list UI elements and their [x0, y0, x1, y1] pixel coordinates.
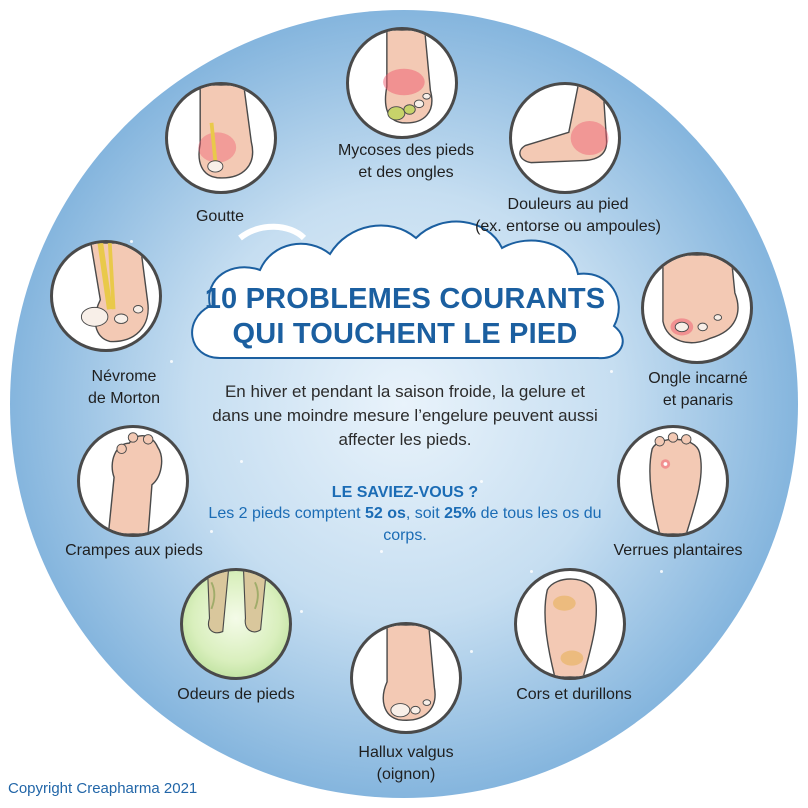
copyright-text: Copyright Creapharma 2021: [8, 780, 198, 797]
did-you-know-text: Les 2 pieds comptent 52 os, soit 25% de …: [208, 505, 602, 544]
label-hallux: Hallux valgus(oignon): [358, 744, 454, 783]
foot-cramp-icon: [77, 425, 189, 537]
label-douleurs: Douleurs au pied(ex. entorse ou ampoules…: [475, 196, 661, 235]
bones-count: 52 os: [364, 505, 406, 522]
label-verrues: Verrues plantaires: [613, 542, 743, 559]
foot-odor-icon: [180, 568, 292, 680]
bunion-icon: [350, 622, 462, 734]
title-line-1: 10 PROBLEMES COURANTS: [204, 283, 606, 315]
intro-text: En hiver et pendant la saison froide, la…: [212, 382, 598, 449]
corns-icon: [514, 568, 626, 680]
label-crampes: Crampes aux pieds: [65, 542, 203, 559]
main-title: 10 PROBLEMES COURANTS QUI TOUCHENT LE PI…: [190, 282, 620, 352]
ingrown-nail-icon: [641, 252, 753, 364]
bones-percent: 25%: [444, 505, 477, 522]
label-cors: Cors et durillons: [516, 686, 632, 703]
label-odeurs: Odeurs de pieds: [177, 686, 295, 703]
label-goutte: Goutte: [195, 208, 245, 225]
cloud-shape: [191, 220, 624, 360]
morton-neuroma-icon: [50, 240, 162, 352]
did-you-know-heading: LE SAVIEZ-VOUS ?: [331, 484, 479, 501]
foot-fungus-icon: [346, 27, 458, 139]
plantar-wart-icon: [617, 425, 729, 537]
ankle-pain-icon: [509, 82, 621, 194]
gout-icon: [165, 82, 277, 194]
title-line-2: QUI TOUCHENT LE PIED: [232, 318, 578, 350]
